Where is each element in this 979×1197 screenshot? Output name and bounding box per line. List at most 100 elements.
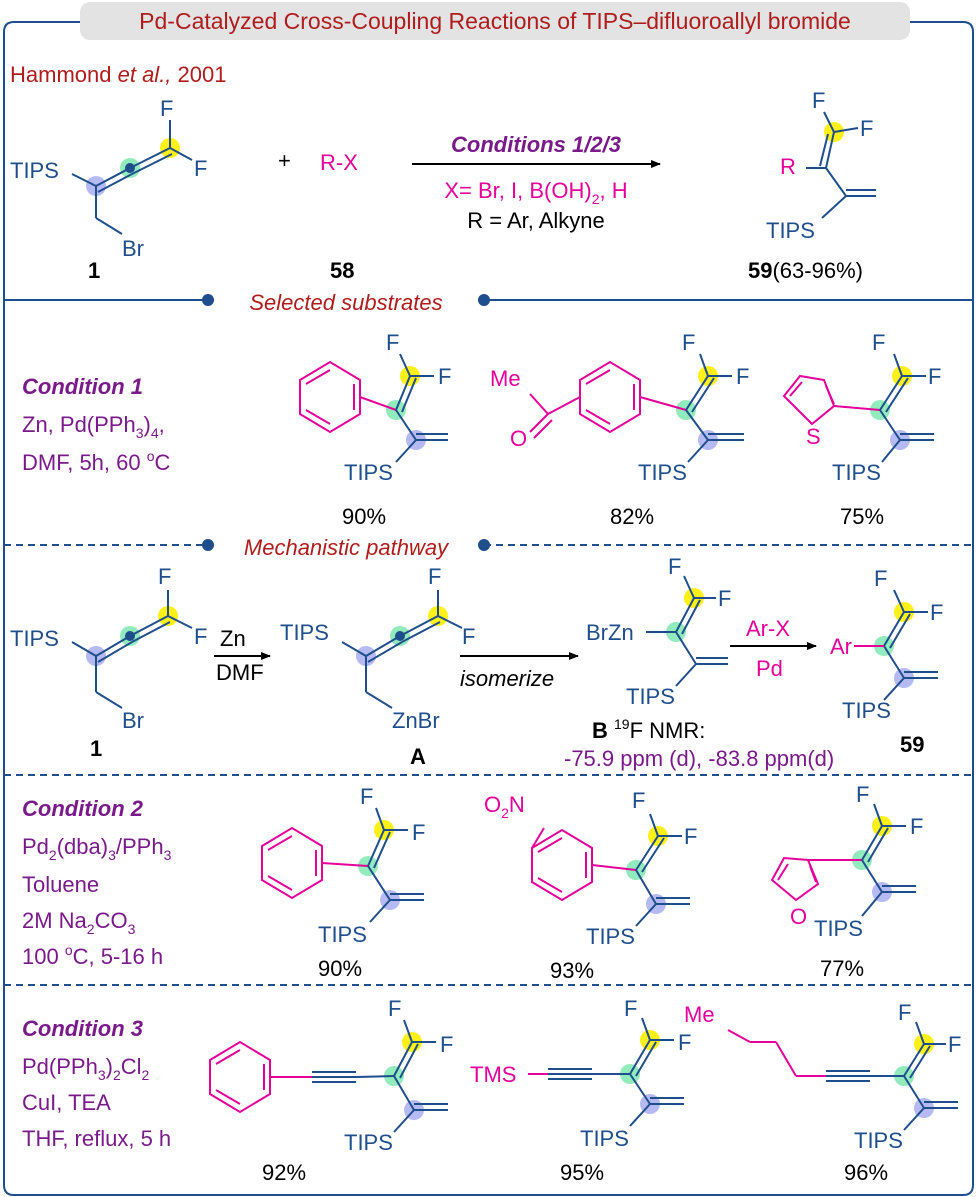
- svg-text:TIPS: TIPS: [344, 1130, 393, 1155]
- svg-text:ZnBr: ZnBr: [392, 708, 440, 733]
- overview-arrow: Conditions 1/2/3 X= Br, I, B(OH)2, H R =…: [412, 132, 661, 233]
- svg-text:F: F: [928, 364, 941, 389]
- svg-text:F: F: [388, 996, 401, 1021]
- svg-text:F: F: [360, 784, 373, 809]
- c2-yield-3: 77%: [820, 956, 864, 981]
- condition1-line-1: Zn, Pd(PPh3)4,: [22, 412, 165, 441]
- c3-product-hexynyl: Me F F TIPS 96%: [684, 1000, 961, 1185]
- mech-arrow-1: Zn DMF: [214, 626, 271, 685]
- svg-text:TIPS: TIPS: [832, 460, 881, 485]
- svg-text:F: F: [194, 624, 207, 649]
- condition3-title: Condition 3: [22, 1016, 143, 1041]
- title-banner: [80, 2, 910, 40]
- c3-product-tmsethynyl: TMS F F TIPS 95%: [470, 996, 691, 1185]
- mech-intermediate-b: BrZn F F TIPS B 19F NMR: -75.9 ppm (d), …: [564, 554, 834, 771]
- c3-yield-3: 96%: [844, 1160, 888, 1185]
- svg-text:-75.9 ppm (d), -83.8 ppm(d): -75.9 ppm (d), -83.8 ppm(d): [564, 746, 834, 771]
- c3-yield-2: 95%: [560, 1160, 604, 1185]
- condition2-line-2: Toluene: [22, 872, 99, 897]
- c1-product-thienyl: S F F TIPS 75%: [782, 330, 941, 529]
- svg-text:X= Br, I, B(OH)2, H: X= Br, I, B(OH)2, H: [444, 178, 627, 207]
- section-label-mechanistic: Mechanistic pathway: [244, 535, 450, 560]
- mech-arrow-3: Ar-X Pd: [730, 616, 817, 681]
- svg-text:TIPS: TIPS: [638, 460, 687, 485]
- svg-text:F: F: [684, 824, 697, 849]
- reference-authors: Hammond et al., 2001: [10, 62, 227, 87]
- svg-text:F: F: [440, 1032, 453, 1057]
- svg-text:59(63-96%): 59(63-96%): [748, 258, 863, 283]
- svg-text:F: F: [812, 88, 825, 113]
- svg-text:F: F: [386, 330, 399, 355]
- svg-text:TIPS: TIPS: [854, 1128, 903, 1153]
- svg-text:F: F: [412, 820, 425, 845]
- c1-yield-1: 90%: [342, 504, 386, 529]
- svg-text:Br: Br: [122, 708, 144, 733]
- svg-text:F: F: [160, 96, 173, 121]
- svg-text:F: F: [860, 116, 873, 141]
- c1-product-phenyl: F F TIPS 90%: [299, 330, 451, 529]
- overview-label-58: 58: [330, 258, 354, 283]
- outer-frame: [3, 21, 974, 1196]
- svg-text:TIPS: TIPS: [842, 698, 891, 723]
- mech-intermediate-a: TIPS F F ZnBr A: [280, 564, 475, 769]
- c1-yield-3: 75%: [840, 504, 884, 529]
- svg-text:Conditions 1/2/3: Conditions 1/2/3: [451, 132, 621, 157]
- svg-text:A: A: [410, 744, 426, 769]
- condition2-line-4: 100 oC, 5-16 h: [22, 942, 163, 969]
- svg-text:F: F: [718, 586, 731, 611]
- svg-text:TMS: TMS: [470, 1062, 516, 1087]
- svg-text:Ar: Ar: [830, 634, 852, 659]
- c2-yield-1: 90%: [318, 956, 362, 981]
- svg-text:F: F: [874, 566, 887, 591]
- svg-text:Me: Me: [684, 1002, 715, 1027]
- condition2-line-3: 2M Na2CO3: [22, 908, 136, 937]
- condition3-line-1: Pd(PPh3)2Cl2: [22, 1054, 150, 1083]
- c3-product-phenylethynyl: F F TIPS 92%: [209, 996, 453, 1185]
- svg-text:F: F: [856, 782, 869, 807]
- svg-text:1: 1: [90, 736, 102, 761]
- c2-yield-2: 93%: [550, 958, 594, 983]
- condition3-line-3: THF, reflux, 5 h: [22, 1126, 171, 1151]
- svg-text:Pd: Pd: [756, 656, 783, 681]
- svg-text:F: F: [910, 814, 923, 839]
- section-label-selected: Selected substrates: [249, 290, 442, 315]
- svg-text:TIPS: TIPS: [626, 684, 675, 709]
- section-dividers: [4, 294, 973, 986]
- condition1-line-2: DMF, 5h, 60 oC: [22, 448, 171, 475]
- svg-text:F: F: [872, 330, 885, 355]
- condition1-title: Condition 1: [22, 374, 143, 399]
- svg-text:TIPS: TIPS: [10, 158, 59, 183]
- svg-text:isomerize: isomerize: [460, 666, 554, 691]
- svg-text:R = Ar, Alkyne: R = Ar, Alkyne: [467, 208, 605, 233]
- c1-yield-2: 82%: [610, 504, 654, 529]
- svg-text:Me: Me: [490, 366, 521, 391]
- svg-text:TIPS: TIPS: [10, 626, 59, 651]
- svg-text:1: 1: [88, 258, 100, 283]
- svg-text:F: F: [158, 564, 171, 589]
- svg-text:DMF: DMF: [216, 660, 264, 685]
- c2-product-phenyl: F F TIPS 90%: [261, 784, 425, 981]
- svg-text:F: F: [678, 1030, 691, 1055]
- overview-rx: R-X: [320, 150, 358, 175]
- svg-text:F: F: [428, 564, 441, 589]
- svg-text:F: F: [898, 1000, 911, 1025]
- svg-text:Ar-X: Ar-X: [746, 616, 790, 641]
- condition3-line-2: CuI, TEA: [22, 1090, 111, 1115]
- svg-text:TIPS: TIPS: [814, 916, 863, 941]
- svg-text:O: O: [510, 426, 527, 451]
- svg-text:B 19F NMR:: B 19F NMR:: [592, 716, 705, 743]
- svg-text:BrZn: BrZn: [586, 620, 634, 645]
- svg-text:O: O: [790, 904, 807, 929]
- svg-text:TIPS: TIPS: [318, 922, 367, 947]
- diagram-title: Pd-Catalyzed Cross-Coupling Reactions of…: [139, 8, 851, 34]
- svg-text:TIPS: TIPS: [344, 460, 393, 485]
- svg-text:F: F: [668, 554, 681, 579]
- svg-text:Zn: Zn: [220, 626, 246, 651]
- svg-text:59: 59: [900, 732, 924, 757]
- svg-text:F: F: [948, 1032, 961, 1057]
- c3-yield-1: 92%: [262, 1160, 306, 1185]
- svg-text:S: S: [806, 424, 821, 449]
- condition2-title: Condition 2: [22, 796, 144, 821]
- condition2-line-1: Pd2(dba)3/PPh3: [22, 834, 172, 863]
